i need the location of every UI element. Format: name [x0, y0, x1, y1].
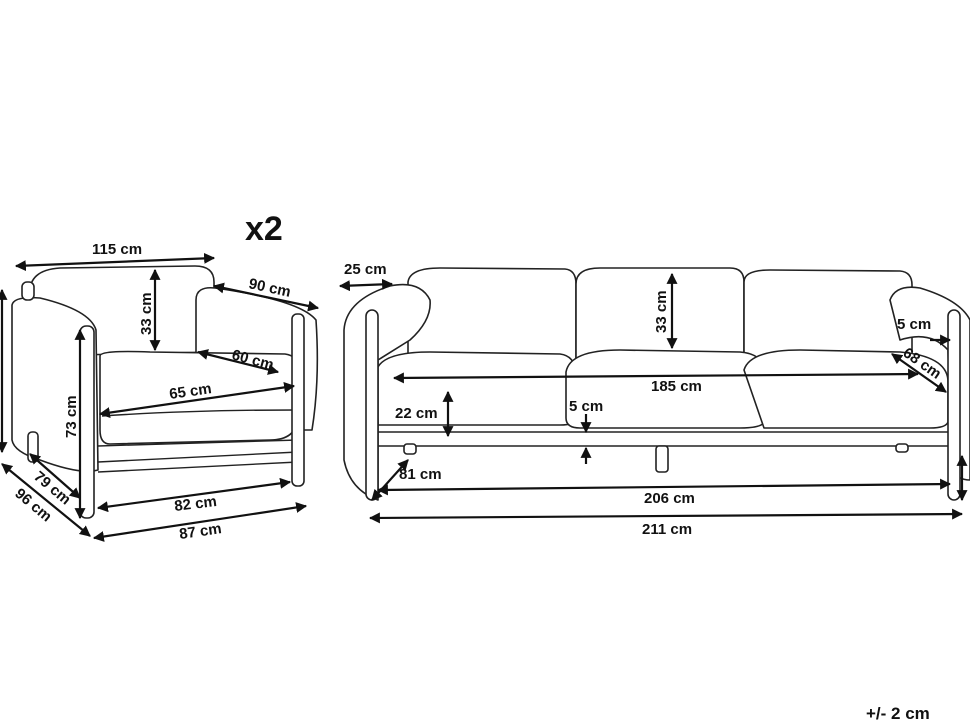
armchair-height-label: 73 cm: [63, 395, 80, 438]
sofa-seat-height-label: 22 cm: [395, 405, 438, 422]
armchair-illustration: [11, 265, 319, 519]
tolerance-note: +/- 2 cm: [866, 704, 930, 723]
armchair-width-label: 115 cm: [92, 241, 142, 258]
sofa-seat-width-label: 185 cm: [651, 378, 702, 395]
sofa-backrest-height-label: 33 cm: [653, 290, 670, 333]
sofa-overall-width-label: 211 cm: [642, 521, 692, 538]
dimension-arrows: [0, 252, 968, 542]
armchair-overall-width-label: 87 cm: [178, 520, 222, 543]
sofa-illustration: [343, 267, 970, 501]
quantity-label: x2: [245, 210, 283, 248]
sofa-cushion-gap-label: 5 cm: [569, 398, 603, 415]
armchair-backrest-height-label: 33 cm: [138, 292, 155, 335]
armchair-inner-width-label: 82 cm: [173, 493, 217, 515]
sofa-leg-offset-label: 5 cm: [897, 316, 931, 333]
armchair-seat-width-label: 65 cm: [168, 380, 212, 403]
sofa-inner-width-label: 206 cm: [644, 490, 695, 507]
sofa-depth-label: 81 cm: [399, 466, 442, 483]
sofa-arm-width-label: 25 cm: [344, 261, 387, 278]
